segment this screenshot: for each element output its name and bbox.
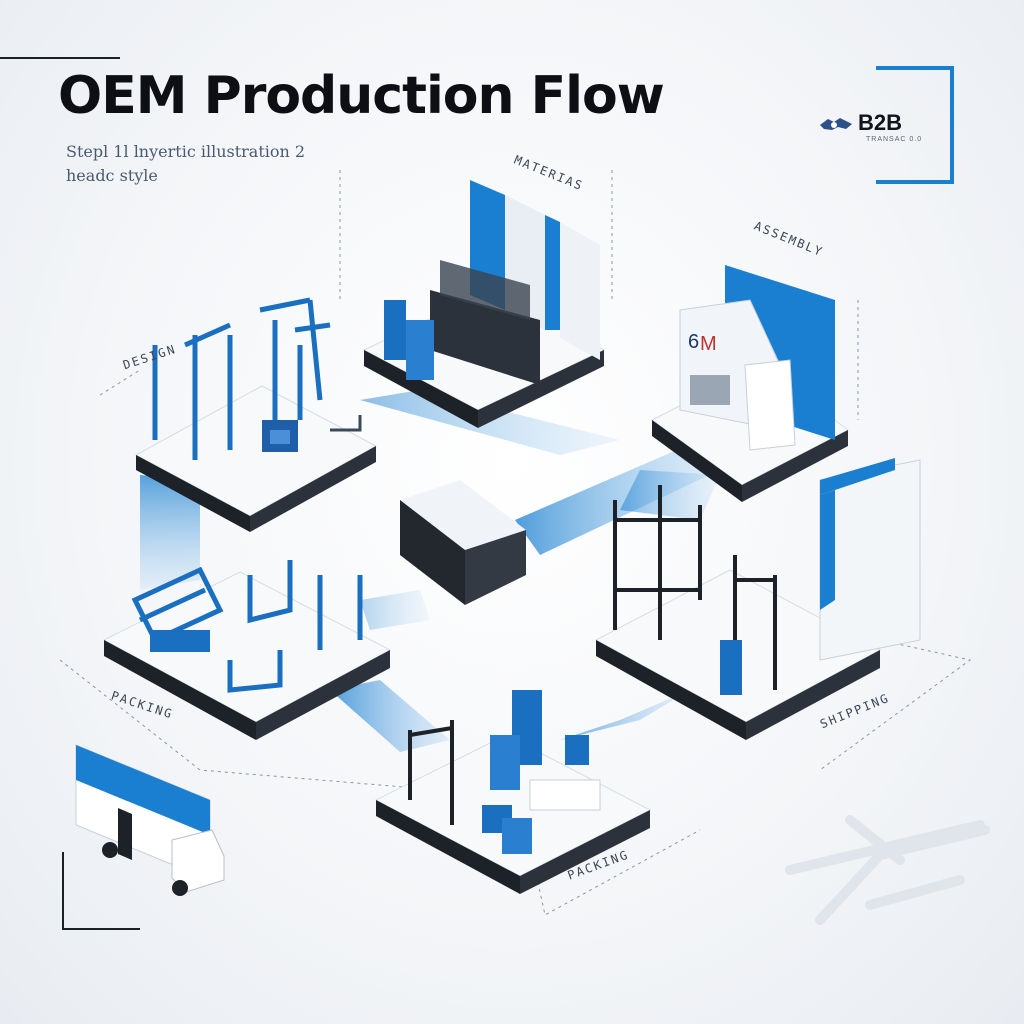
- platform-packing-left: [102, 560, 392, 740]
- top-left-rule: [0, 57, 120, 59]
- subtitle-line-1: Stepl 1l lnyertic illustration 2: [66, 142, 306, 161]
- platform-shipping: [594, 458, 921, 740]
- platform-packing-bottom: [374, 690, 652, 894]
- flow-connectors: [140, 390, 720, 752]
- airplane-icon: [785, 815, 990, 925]
- bottom-left-bracket: [62, 852, 140, 930]
- delivery-truck-icon: [75, 744, 225, 896]
- handshake-icon: [820, 118, 852, 130]
- page-subtitle: Stepl 1l lnyertic illustration 2 headc s…: [66, 140, 366, 188]
- platform-design: [134, 297, 378, 532]
- page-title: OEM Production Flow: [58, 66, 665, 126]
- brand-frame: [876, 66, 954, 184]
- subtitle-line-2: headc style: [66, 166, 158, 185]
- central-machine: [400, 480, 526, 605]
- brand-tagline: TRANSAC 0.0: [866, 136, 923, 143]
- svg-text:M: M: [700, 333, 717, 355]
- platform-assembly: 6 M: [651, 265, 849, 502]
- brand-name: B2B: [858, 110, 903, 135]
- platform-materials: [362, 180, 606, 428]
- brand-logo: B2B: [818, 110, 902, 136]
- svg-text:6: 6: [688, 331, 699, 353]
- dashed-guides: [59, 170, 972, 916]
